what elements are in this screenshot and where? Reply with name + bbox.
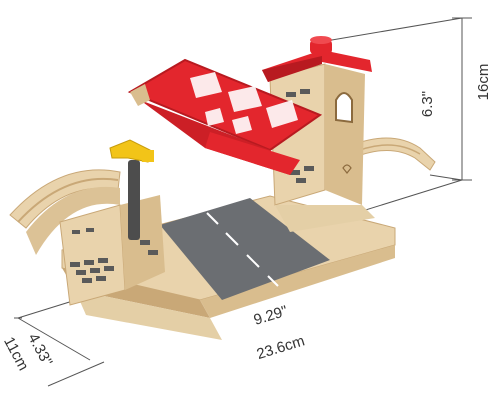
depth-label: 4.33" 11cm (0, 331, 55, 374)
lever-icon (109, 139, 154, 240)
road (160, 198, 330, 300)
bridge-deck (127, 58, 323, 175)
height-cm-label: 16cm (475, 64, 492, 101)
curved-track (9, 169, 121, 255)
length-label: 9.29" 23.6cm (252, 303, 307, 363)
product-logo (342, 164, 352, 174)
length-cm-label: 23.6cm (255, 332, 307, 363)
height-inches-label: 6.3" (419, 91, 436, 117)
height-label: 6.3" 16cm (419, 64, 492, 117)
length-inches-label: 9.29" (252, 303, 290, 329)
